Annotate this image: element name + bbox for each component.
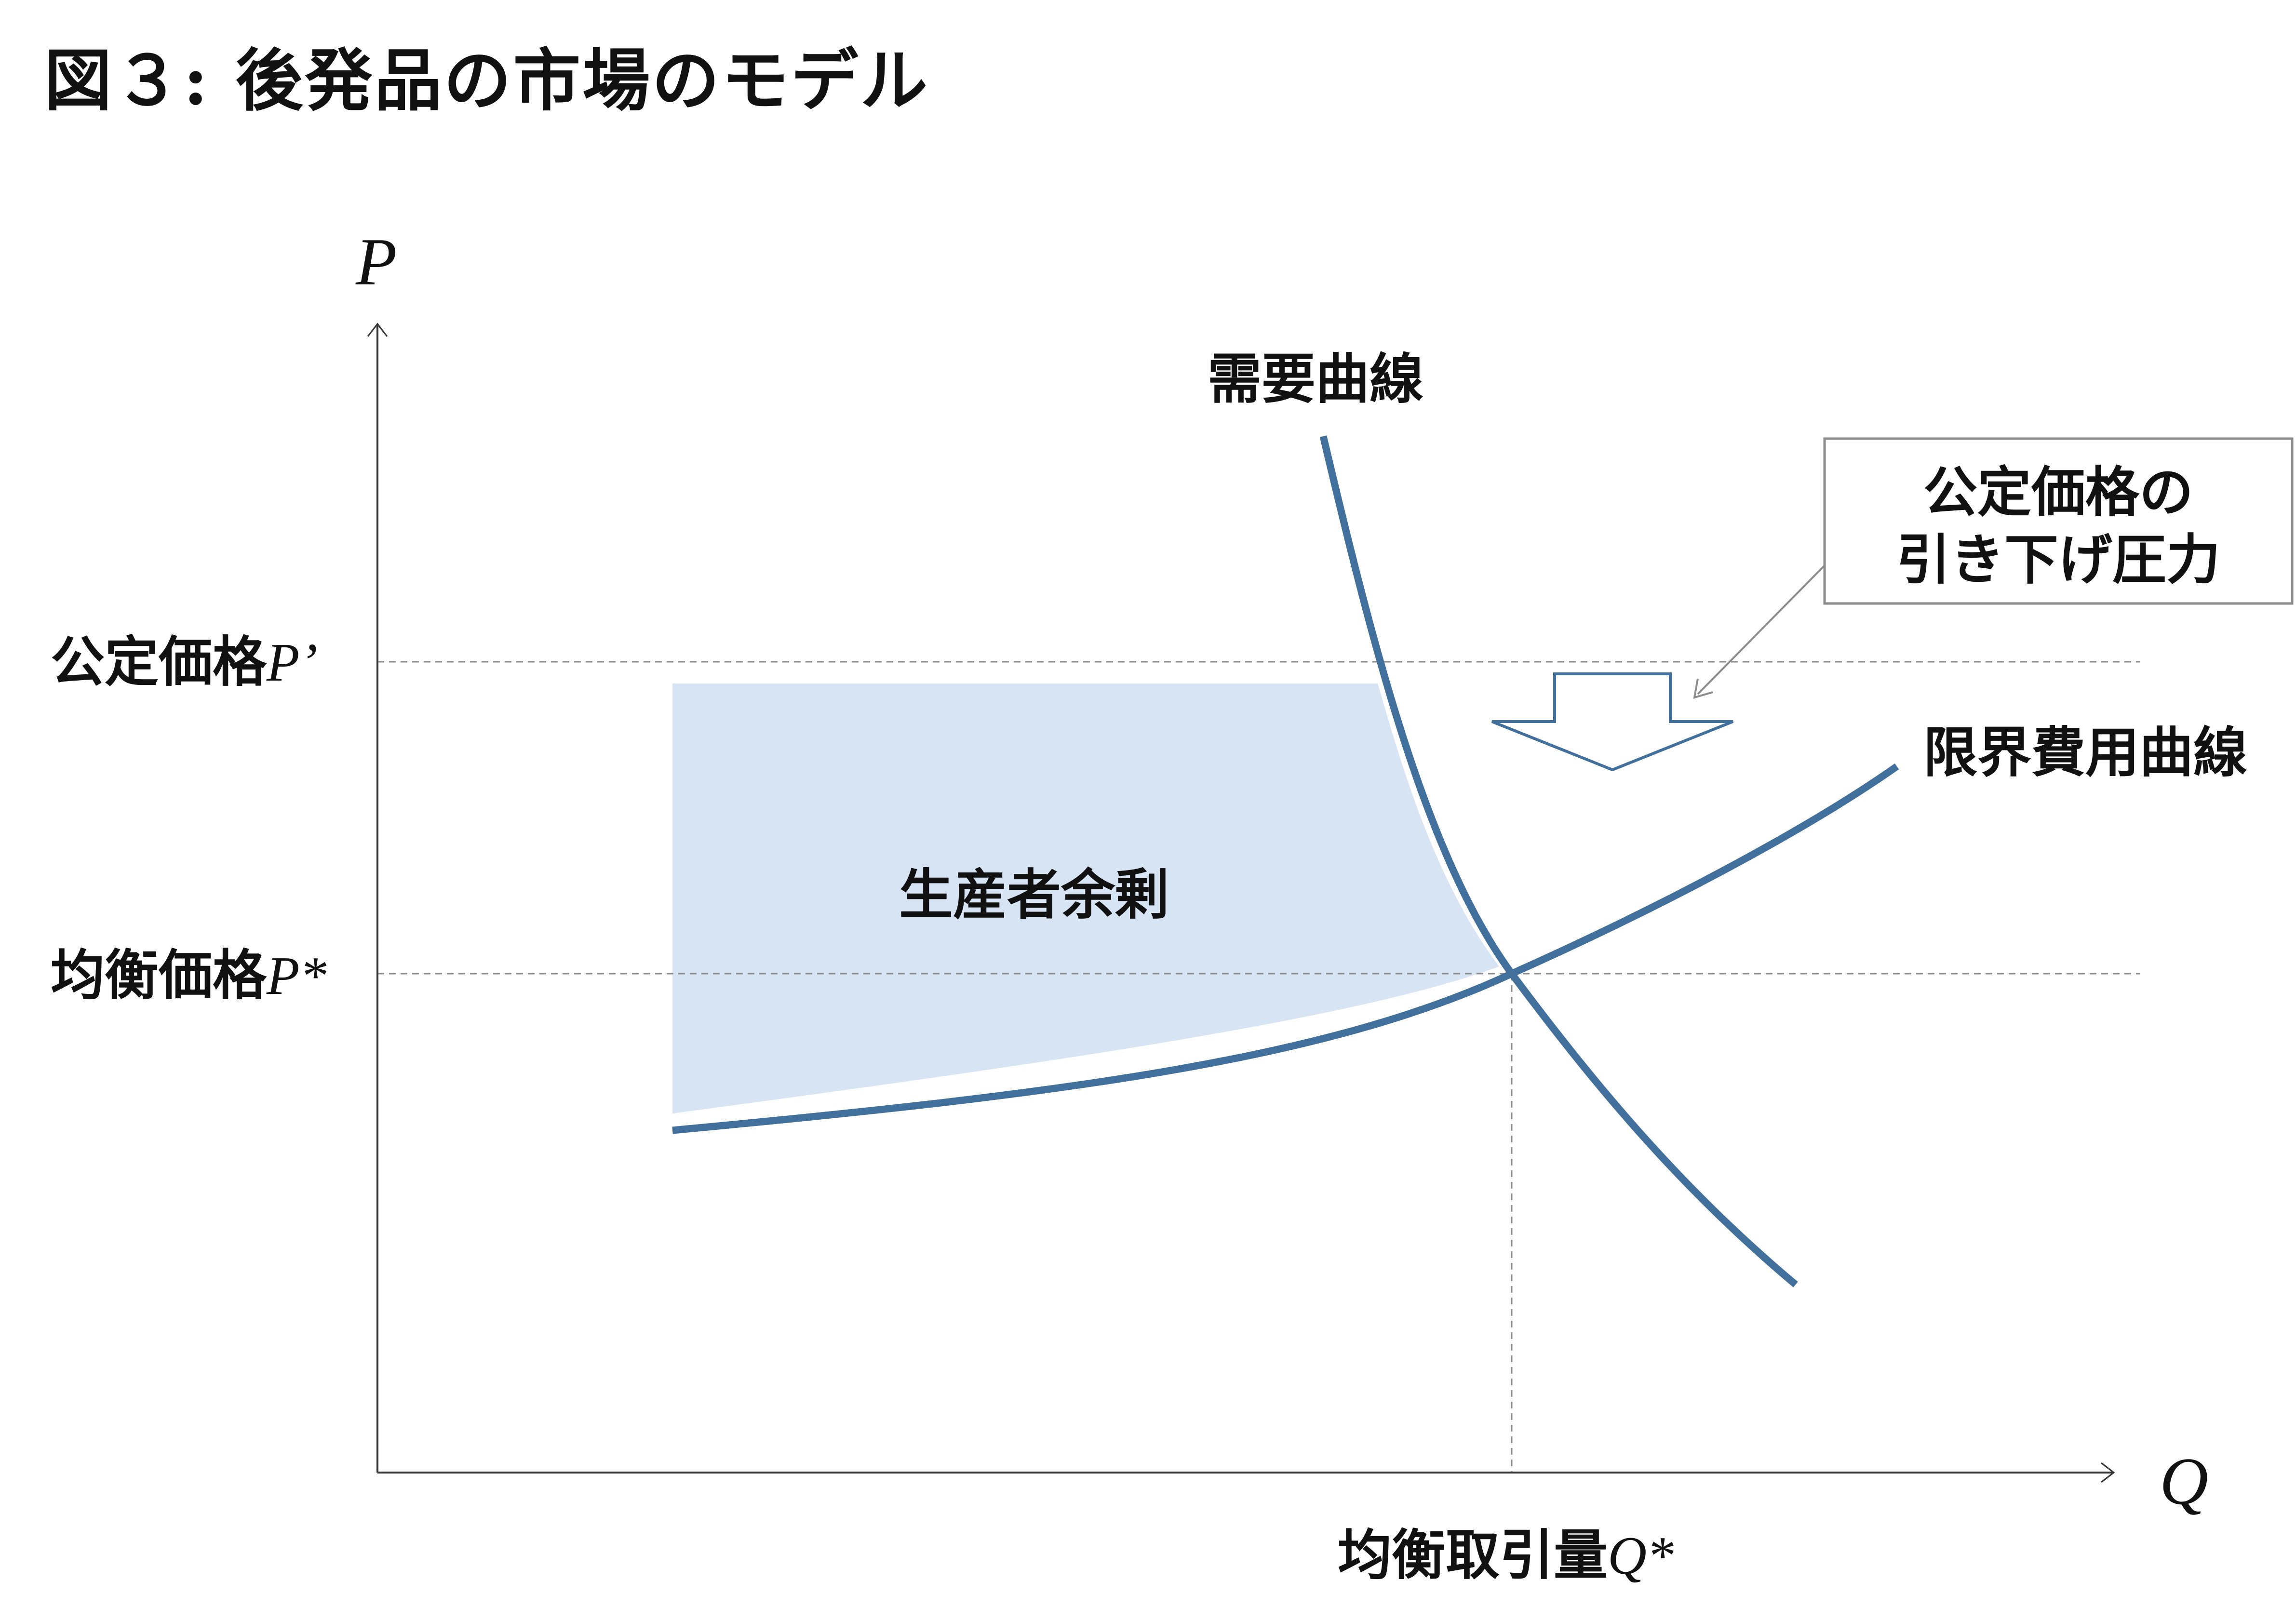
producer-surplus-label: 生産者余剰: [899, 863, 1169, 926]
official-price-variable: P’: [266, 633, 318, 693]
demand-curve: [1319, 435, 1798, 1287]
downward-pressure-arrow: [1491, 672, 1734, 772]
marginal-cost-curve-label: 限界費用曲線: [1923, 721, 2247, 784]
y-axis-variable: P: [355, 225, 397, 299]
demand-curve-label: 需要曲線: [1208, 348, 1423, 411]
x-axis-variable: Q: [2160, 1444, 2208, 1519]
official-price-label: 公定価格P’: [51, 630, 318, 694]
equilibrium-quantity-text: 均衡取引量: [1338, 1524, 1608, 1587]
equilibrium-quantity-label: 均衡取引量Q*: [1338, 1524, 1674, 1587]
producer-surplus-area: [672, 683, 1499, 1113]
callout-line-2: 引き下げ圧力: [1896, 528, 2220, 591]
callout-line-1: 公定価格の: [1923, 461, 2193, 524]
equilibrium-price-variable: P*: [266, 946, 326, 1006]
equilibrium-quantity-variable: Q*: [1608, 1526, 1674, 1586]
equilibrium-price-label: 均衡価格P*: [51, 944, 326, 1007]
marginal-cost-curve: [672, 763, 1899, 1134]
official-price-text: 公定価格: [51, 630, 267, 694]
callout-box: [1823, 437, 2294, 605]
callout-pointer-head: [1693, 678, 1713, 699]
callout-pointer-line: [1697, 562, 1828, 695]
figure-title: 図３: 後発品の市場のモデル: [44, 41, 930, 121]
equilibrium-price-text: 均衡価格: [51, 944, 267, 1007]
